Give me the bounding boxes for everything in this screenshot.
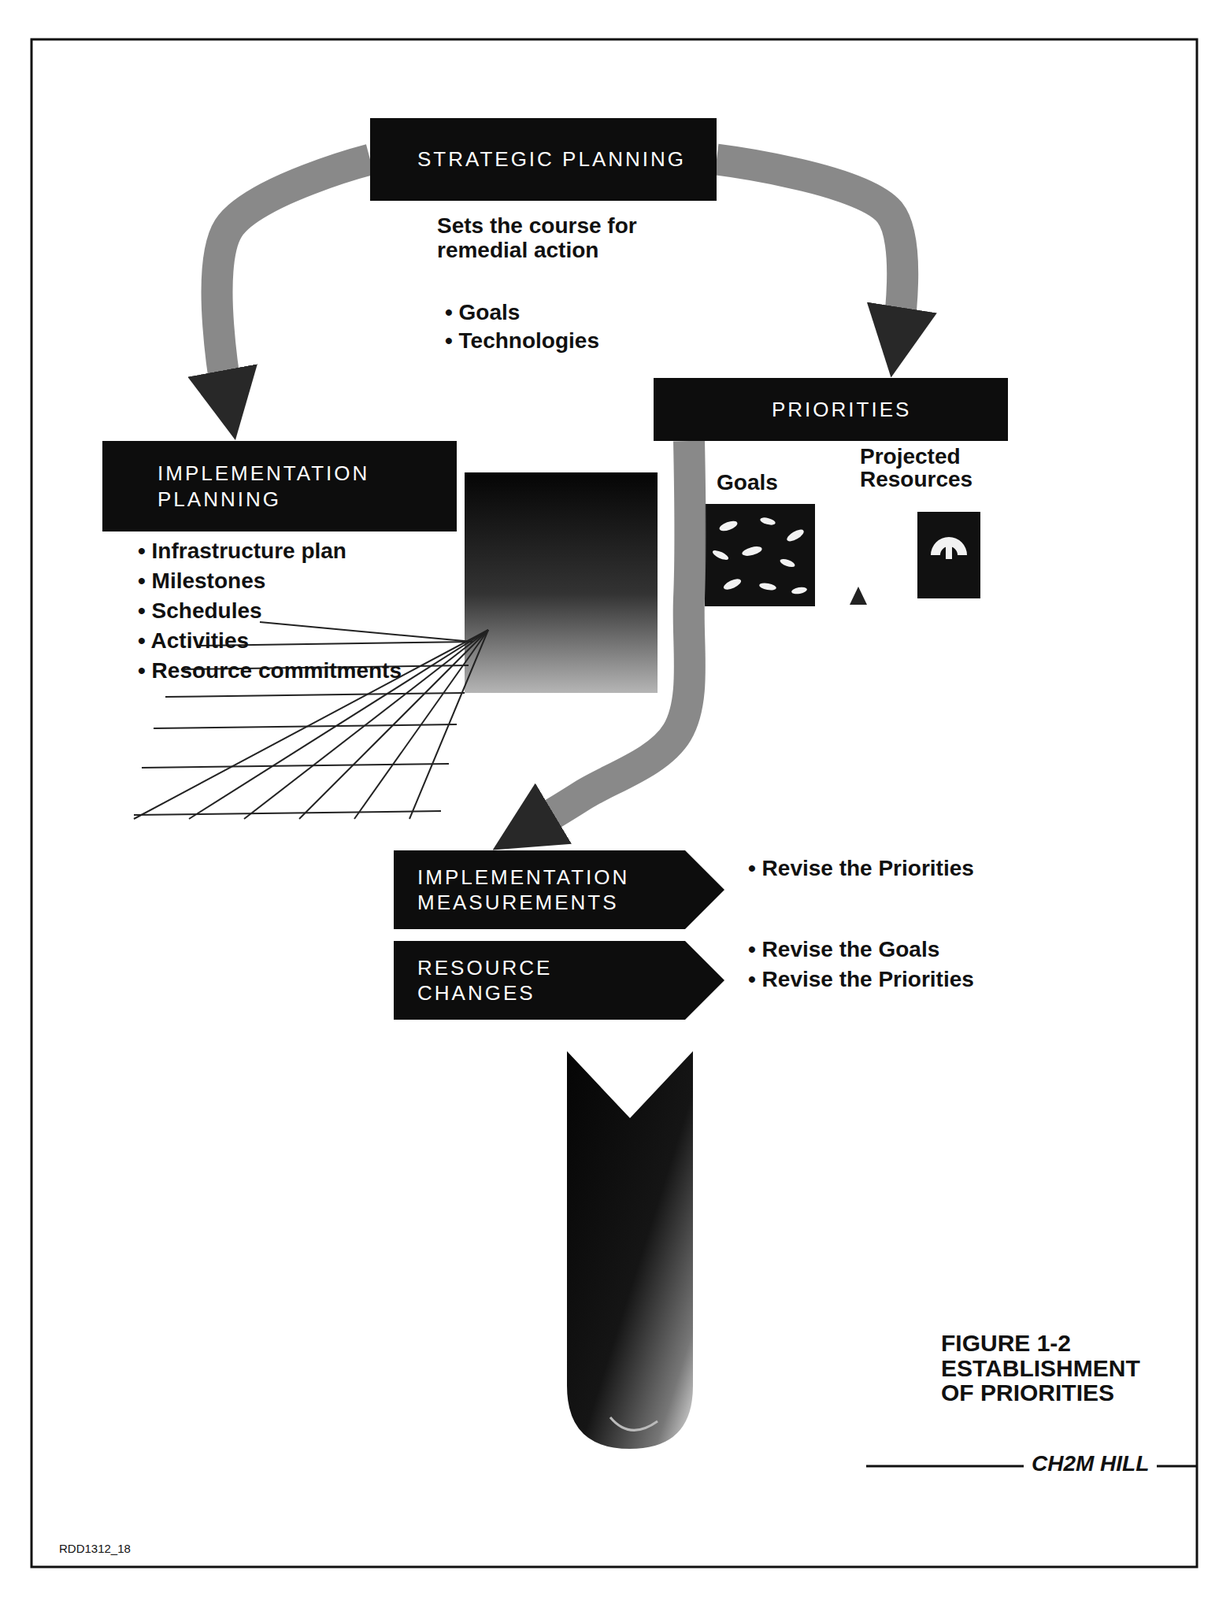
band-title: RESOURCE CHANGES <box>417 955 670 1007</box>
description-text: Sets the course for remedial action <box>437 214 697 264</box>
resources-icon-mark <box>945 543 953 560</box>
stem-highlight <box>610 1417 658 1431</box>
bullet-item: • Goals <box>444 300 520 326</box>
planning-band: STRATEGIC PLANNINGSets the course for re… <box>370 118 717 201</box>
feedback-arrow-box: IMPLEMENTATION MEASUREMENTS• Revise the … <box>393 850 725 930</box>
cycle-arrow <box>217 159 371 395</box>
feedback-arrow-box: RESOURCE CHANGES• Revise the Goals• Revi… <box>393 941 725 1020</box>
grid-line <box>409 629 489 819</box>
cycle-arrow <box>533 440 690 827</box>
arrow-box-outline <box>393 941 725 1020</box>
spot <box>785 527 806 545</box>
icon-label: Goals <box>716 470 812 494</box>
action-item: • Revise the Priorities <box>748 967 975 993</box>
bullet-item: • Technologies <box>444 329 600 354</box>
arrow-box-shape <box>393 941 725 1020</box>
goals-icon-spots <box>711 516 808 596</box>
goals-icon-box <box>704 503 816 607</box>
spot <box>722 576 743 592</box>
band-title: IMPLEMENTATION MEASUREMENTS <box>417 864 654 916</box>
band-title: PRIORITIES <box>771 396 993 423</box>
resources-icon <box>917 511 981 599</box>
icon-label: Projected Resources <box>859 444 1010 492</box>
spot <box>759 516 776 527</box>
spot <box>758 581 777 592</box>
grid-line <box>141 763 449 768</box>
goals-icon <box>704 503 816 607</box>
grid-line <box>188 629 489 819</box>
pointer-triangle <box>849 586 867 605</box>
bullet-item: • Schedules <box>137 599 263 624</box>
spot <box>718 518 739 534</box>
company-logo: CH2M HILL <box>1023 1451 1157 1477</box>
spot <box>778 557 797 569</box>
spot <box>790 585 808 595</box>
action-item: • Revise the Priorities <box>748 856 975 882</box>
figure-caption: FIGURE 1-2 ESTABLISHMENT OF PRIORITIES <box>941 1330 1162 1406</box>
bullet-item: • Resource commitments <box>137 659 402 684</box>
arrow-box-outline <box>393 850 725 930</box>
center-shade-block <box>464 472 658 693</box>
bullet-item: • Infrastructure plan <box>137 539 347 564</box>
band-title: IMPLEMENTATION PLANNING <box>157 460 394 512</box>
grid-line <box>354 629 489 819</box>
bullet-item: • Milestones <box>137 569 266 594</box>
cycle-arrow <box>716 159 903 332</box>
implementation-band: IMPLEMENTATION PLANNING• Infrastructure … <box>102 440 457 532</box>
action-item: • Revise the Goals <box>748 937 940 963</box>
grid-line <box>259 622 473 642</box>
grid-line <box>299 629 489 819</box>
priorities-band: PRIORITIESGoalsProjected Resources <box>653 377 1008 441</box>
page-frame <box>31 39 1197 1568</box>
grid-line <box>165 692 465 697</box>
key-stem-shape <box>566 1051 693 1449</box>
spot <box>711 548 730 563</box>
grid-line <box>133 811 441 816</box>
spot <box>740 544 764 558</box>
arrow-box-shape <box>393 850 725 930</box>
band-title: STRATEGIC PLANNING <box>417 146 717 173</box>
bullet-item: • Activities <box>137 629 249 654</box>
perspective-grid <box>133 622 489 819</box>
drawing-number: RDD1312_18 <box>59 1541 131 1556</box>
grid-line <box>244 629 489 819</box>
grid-line <box>133 629 489 819</box>
resources-icon-box <box>917 511 981 599</box>
